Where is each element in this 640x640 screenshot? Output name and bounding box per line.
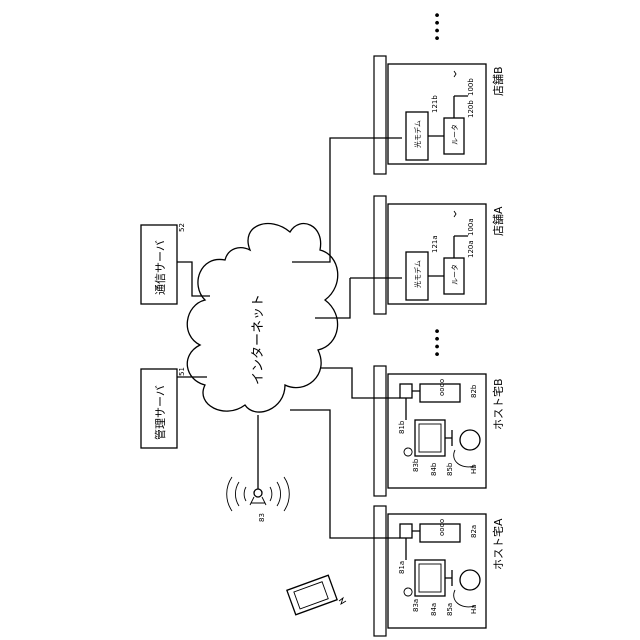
host-b-person: Hb: [470, 464, 478, 474]
host-b-ref-84: 84b: [430, 462, 438, 476]
communication-server-label: 通信サーバ: [154, 240, 167, 295]
ellipsis-stores: ••••: [431, 11, 446, 42]
store-a-id: 100a: [467, 218, 475, 236]
store-a-router: ルータ: [450, 264, 459, 285]
store-b-router-ref: 120b: [467, 100, 475, 118]
store-a-modem: 光モデム: [413, 260, 422, 288]
host-home-b-label: ホスト宅B: [491, 378, 505, 430]
host-a-device-text: oooo: [438, 519, 446, 536]
host-b-ref-83: 83b: [412, 458, 420, 472]
ellipsis-homes: ••••: [431, 327, 446, 358]
station-ref: 83: [258, 513, 266, 522]
host-b-ref-81: 81b: [398, 420, 406, 434]
link-comm-internet: [177, 262, 210, 296]
store-b-router: ルータ: [450, 124, 459, 145]
store-a: 光モデム 121a ルータ 120a 100a 店舗A: [350, 196, 505, 314]
host-home-a: oooo 82a 81a 83a 84a 85a Ha ホスト宅A: [374, 506, 505, 636]
host-a-ref-81: 81a: [398, 561, 406, 574]
host-a-ref-82: 82a: [470, 525, 478, 538]
management-server-label: 管理サーバ: [153, 385, 167, 440]
smartphone-icon: [287, 575, 346, 614]
store-b-id: 100b: [467, 78, 475, 96]
host-home-a-label: ホスト宅A: [491, 518, 505, 570]
host-home-b: oooo 82b 81b 83b 84b 85b Hb ホスト宅B: [374, 366, 505, 496]
management-server-ref: 51: [178, 367, 186, 376]
communication-server: 通信サーバ 52: [141, 223, 186, 304]
store-b-label: 店舗B: [491, 66, 505, 96]
host-b-ref-85: 85b: [446, 462, 454, 476]
wireless-station: 83: [227, 415, 290, 522]
host-a-ref-85: 85a: [446, 603, 454, 616]
communication-server-ref: 52: [178, 223, 186, 232]
internet-label: インターネット: [251, 294, 266, 385]
store-b-modem-ref: 121b: [431, 95, 439, 113]
link-internet-store-b: [292, 138, 340, 262]
host-b-ref-82: 82b: [470, 384, 478, 398]
store-b: 光モデム 121b ルータ 120b 100b 店舗B: [340, 56, 505, 174]
store-a-label: 店舗A: [491, 206, 505, 236]
host-a-person: Ha: [470, 604, 478, 614]
host-a-ref-83: 83a: [412, 599, 420, 612]
store-b-modem: 光モデム: [413, 120, 422, 148]
host-a-ref-84: 84a: [430, 603, 438, 616]
host-b-device-text: oooo: [438, 379, 446, 396]
store-a-modem-ref: 121a: [431, 235, 439, 253]
store-a-router-ref: 120a: [467, 240, 475, 258]
link-internet-store-a: [315, 278, 350, 318]
management-server: 管理サーバ 51: [141, 367, 186, 448]
